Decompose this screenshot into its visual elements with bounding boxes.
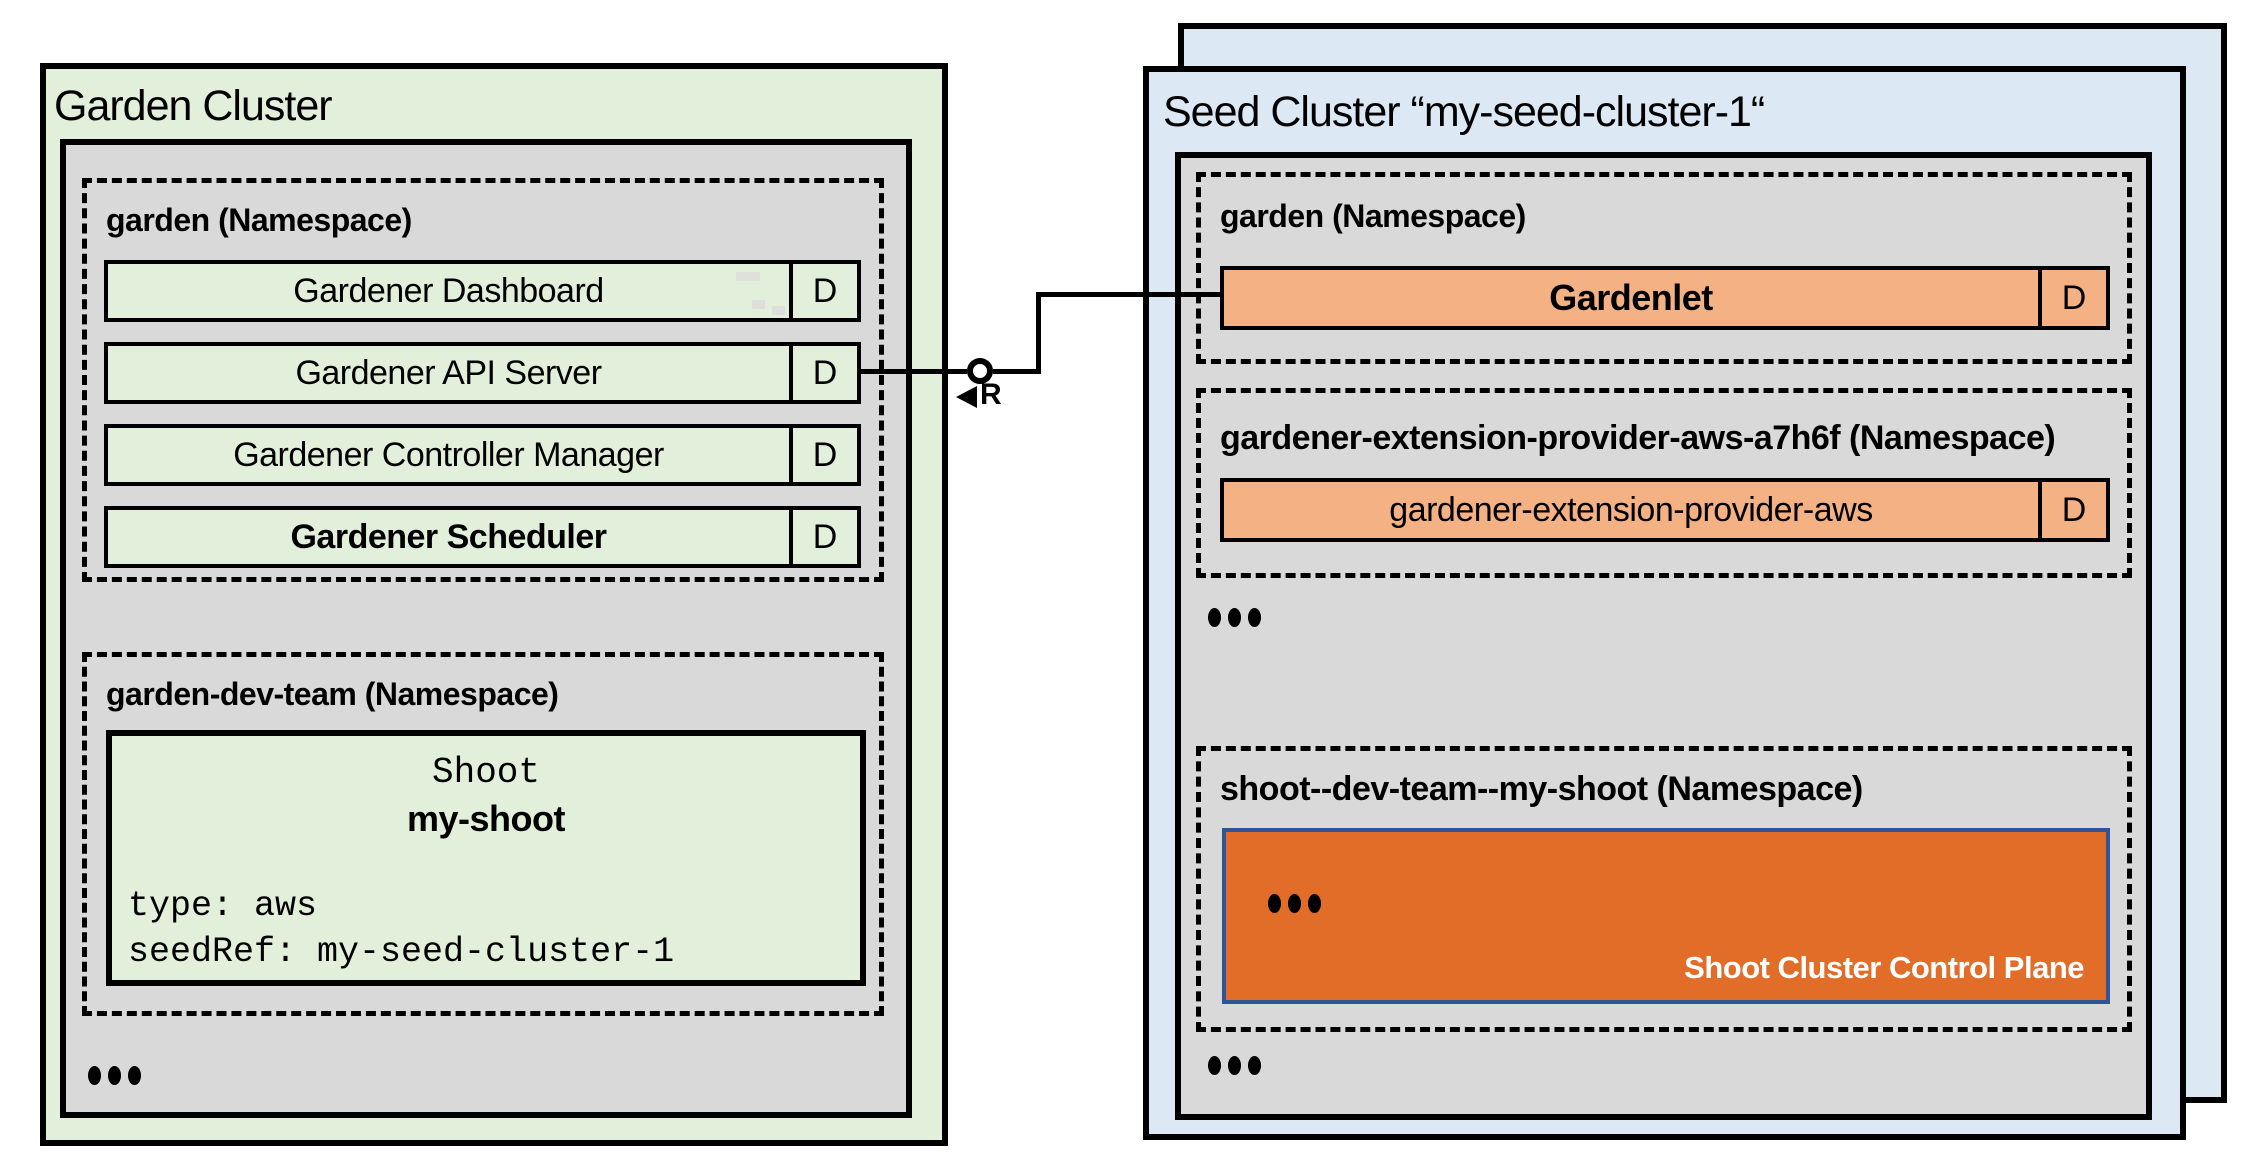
arrow-left-icon [956,386,977,408]
garden-dev-team-namespace-label: garden-dev-team (Namespace) [106,676,559,712]
component-row-extension-provider-aws: gardener-extension-provider-aws D [1220,478,2110,542]
seed-garden-namespace-label: garden (Namespace) [1220,198,1526,234]
interface-circle-icon [967,358,993,384]
component-label: Gardener Dashboard [104,260,793,322]
garden-namespace-label: garden (Namespace) [106,202,412,238]
ellipsis-icon [1268,894,1321,913]
shoot-spec-seedref: seedRef: my-seed-cluster-1 [128,932,675,972]
garden-cluster-title: Garden Cluster [54,82,333,130]
extension-namespace-box [1196,388,2132,578]
connector-line-segment [1036,292,1222,297]
deployment-badge: D [2038,266,2110,330]
shoot-resource-kind: Shoot [431,752,541,793]
garden-namespace-box [82,178,884,582]
faded-artifact-mark [772,306,785,315]
component-label: Gardener API Server [104,342,793,404]
component-label: Gardenlet [1220,266,2042,330]
shoot-resource-name: my-shoot [407,798,566,839]
component-row-gardener-dashboard: Gardener Dashboard D [104,260,861,322]
component-label: Gardener Scheduler [104,506,793,568]
connector-line-segment [1036,292,1041,374]
connector-line-segment [861,369,967,374]
deployment-badge: D [789,424,861,486]
seed-cluster-title: Seed Cluster “my-seed-cluster-1“ [1163,88,1765,136]
deployment-badge: D [2038,478,2110,542]
deployment-badge: D [789,260,861,322]
connector-line-segment [993,369,1041,374]
faded-artifact-mark [736,272,760,281]
ellipsis-icon [1208,1056,1261,1075]
component-row-gardener-api-server: Gardener API Server D [104,342,861,404]
component-row-gardenlet: Gardenlet D [1220,266,2110,330]
extension-namespace-label: gardener-extension-provider-aws-a7h6f (N… [1220,419,2056,457]
shoot-spec-type: type: aws [128,886,318,926]
garden-dev-team-namespace-box [82,652,884,1016]
ellipsis-icon [1208,608,1261,627]
deployment-badge: D [789,342,861,404]
shoot-cluster-control-plane-box: Shoot Cluster Control Plane [1222,828,2110,1004]
shoot-namespace-label: shoot--dev-team--my-shoot (Namespace) [1220,770,1863,808]
component-label: Gardener Controller Manager [104,424,793,486]
shoot-cluster-control-plane-label: Shoot Cluster Control Plane [1684,950,2084,985]
shoot-namespace-box [1196,746,2132,1032]
faded-artifact-mark [752,300,765,309]
ellipsis-icon [88,1066,141,1085]
component-row-gardener-scheduler: Gardener Scheduler D [104,506,861,568]
connector-direction-label: R [980,378,1002,411]
deployment-badge: D [789,506,861,568]
seed-garden-namespace-box [1196,172,2132,364]
shoot-resource-box: Shoot my-shoot type: aws seedRef: my-see… [106,730,866,986]
component-row-gardener-controller-manager: Gardener Controller Manager D [104,424,861,486]
component-label: gardener-extension-provider-aws [1220,478,2042,542]
